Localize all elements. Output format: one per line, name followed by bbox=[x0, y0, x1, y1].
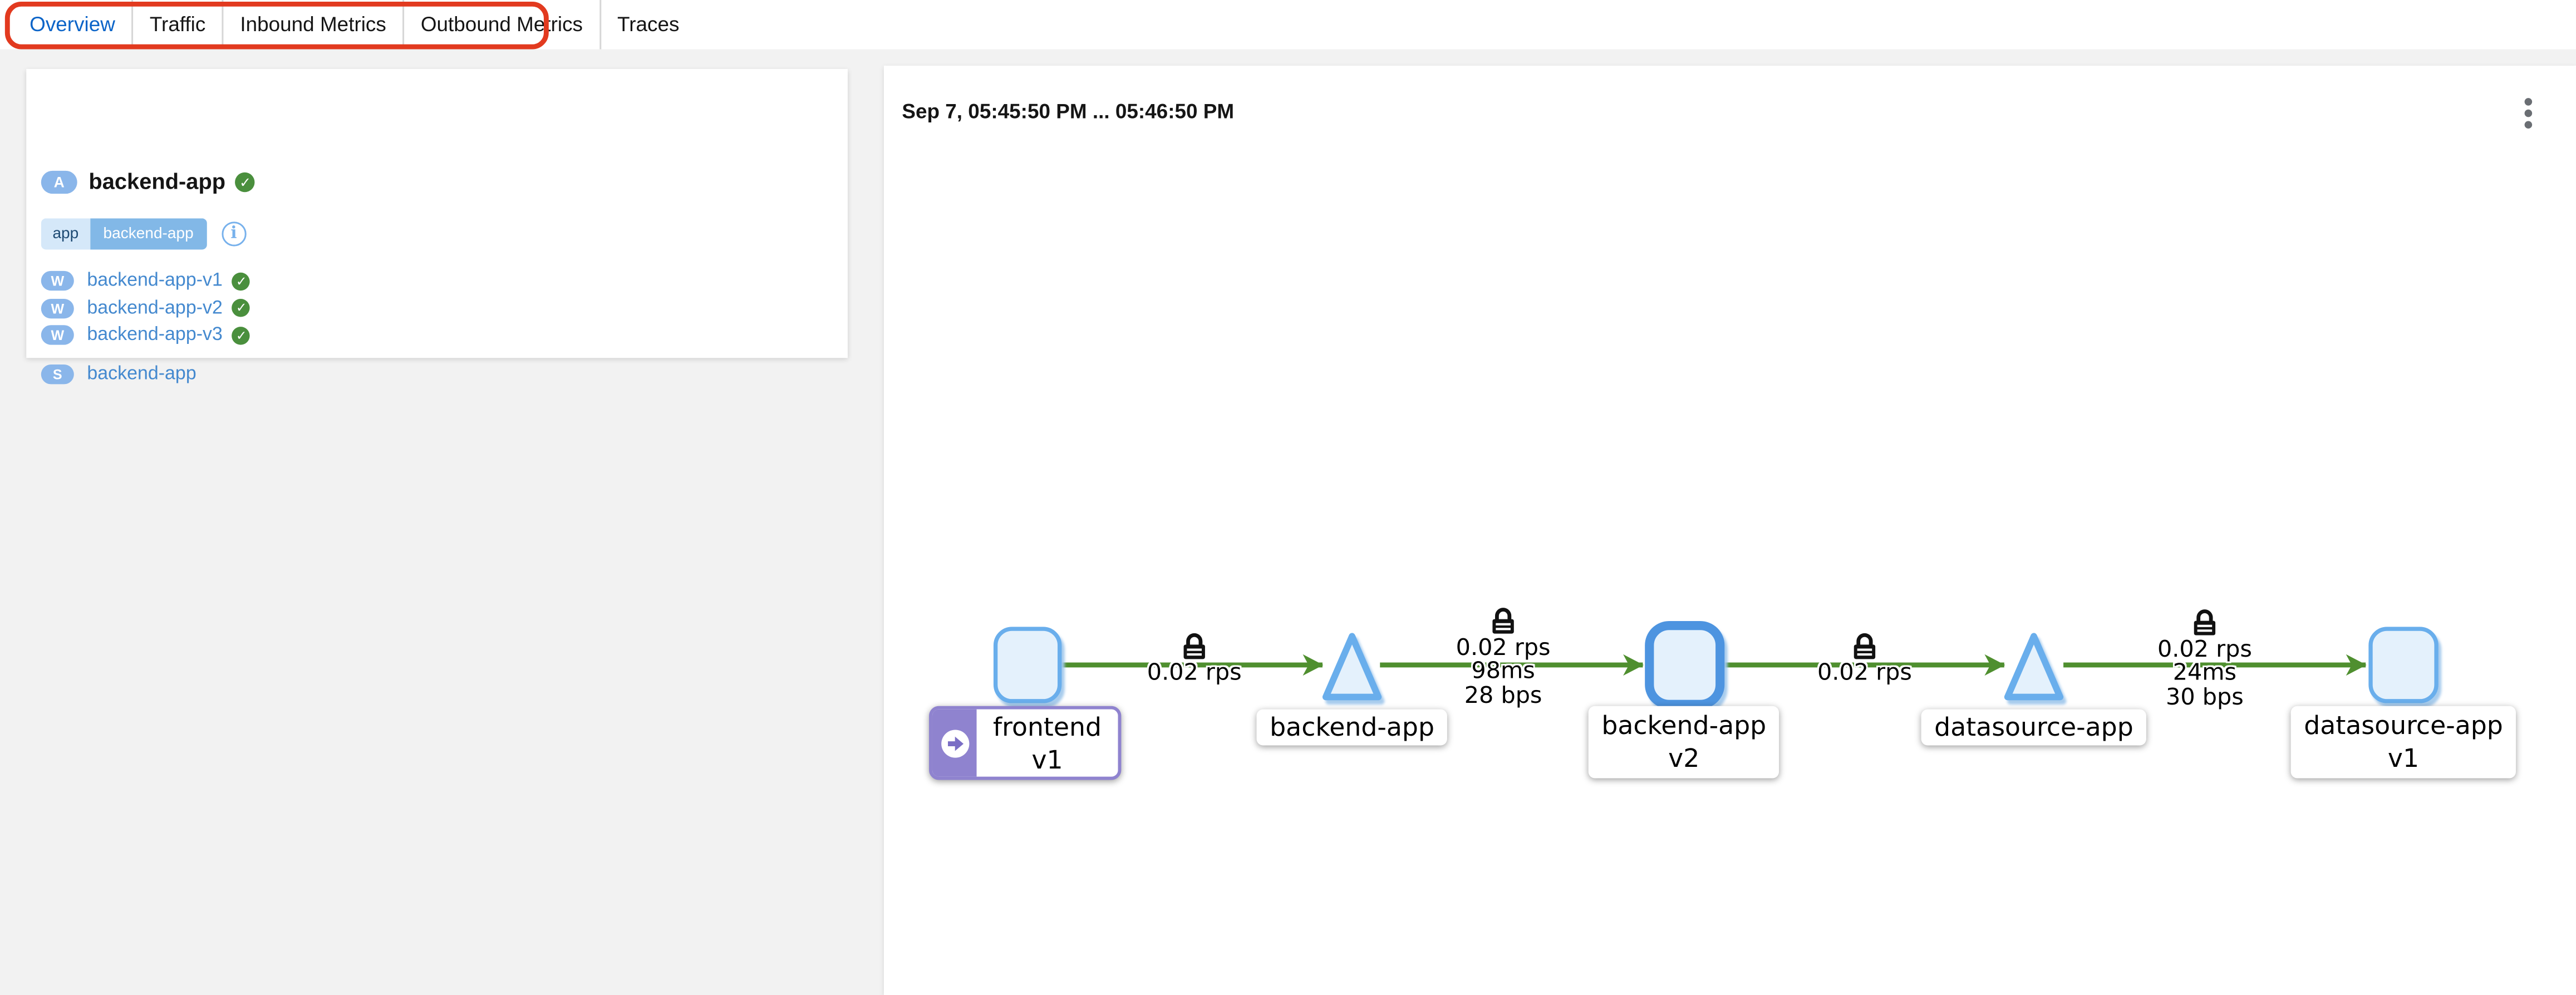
app-badge: A bbox=[41, 170, 77, 193]
node-label-line: backend-app bbox=[1601, 711, 1767, 741]
health-ok-icon: ✓ bbox=[232, 298, 251, 317]
node-frontend-v1[interactable] bbox=[993, 627, 1062, 703]
app-detail-card: A backend-app ✓ app backend-app i W back… bbox=[26, 68, 848, 385]
graph-panel: Sep 7, 05:45:50 PM ... 05:46:50 PM bbox=[883, 66, 2576, 995]
node-label-line: v1 bbox=[1031, 745, 1063, 775]
tab-traffic[interactable]: Traffic bbox=[131, 0, 222, 50]
health-ok-icon: ✓ bbox=[235, 171, 255, 191]
node-label-line: datasource-app bbox=[1934, 712, 2133, 742]
label-chip-value: backend-app bbox=[90, 218, 207, 250]
node-label-line: v2 bbox=[1668, 743, 1700, 774]
node-label-datasource-app-v1[interactable]: datasource-app v1 bbox=[2290, 706, 2516, 779]
service-row: S backend-app bbox=[41, 364, 196, 385]
tab-traces[interactable]: Traces bbox=[599, 0, 696, 50]
health-ok-icon: ✓ bbox=[232, 272, 251, 290]
workload-link-backend-app-v1[interactable]: backend-app-v1 bbox=[87, 270, 223, 291]
tab-outbound-metrics[interactable]: Outbound Metrics bbox=[402, 0, 599, 50]
kebab-menu-button[interactable] bbox=[2514, 95, 2543, 135]
edge-label[interactable]: 0.02 rps 24ms 30 bps bbox=[2157, 636, 2252, 711]
label-chip-key: app bbox=[41, 218, 90, 250]
tab-bar: Overview Traffic Inbound Metrics Outboun… bbox=[0, 0, 2576, 50]
workload-link-backend-app-v2[interactable]: backend-app-v2 bbox=[87, 298, 223, 318]
info-icon[interactable]: i bbox=[221, 221, 247, 247]
workload-row: W backend-app-v3 ✓ bbox=[41, 325, 251, 345]
time-range-label: Sep 7, 05:45:50 PM ... 05:46:50 PM bbox=[902, 100, 1235, 124]
service-link-backend-app[interactable]: backend-app bbox=[87, 364, 196, 385]
traffic-source-arrow-icon bbox=[940, 729, 969, 757]
node-label-line: backend-app bbox=[1270, 712, 1435, 742]
node-label-line: frontend bbox=[993, 712, 1102, 742]
kebab-menu-icon bbox=[2524, 98, 2533, 129]
node-label-datasource-app[interactable]: datasource-app bbox=[1921, 709, 2147, 746]
app-title: backend-app bbox=[89, 169, 226, 194]
label-chip-row: app backend-app i bbox=[41, 218, 247, 250]
label-chip: app backend-app bbox=[41, 218, 207, 250]
traffic-source-badge bbox=[932, 709, 977, 777]
workload-row: W backend-app-v2 ✓ bbox=[41, 298, 251, 318]
edge-label[interactable]: 0.02 rps bbox=[1817, 660, 1912, 687]
node-datasource-app[interactable] bbox=[2004, 633, 2064, 701]
node-label-backend-app-v2[interactable]: backend-app v2 bbox=[1588, 706, 1779, 779]
node-label-frontend-v1[interactable]: frontend v1 bbox=[929, 706, 1122, 780]
node-label-line: datasource-app bbox=[2304, 711, 2503, 741]
edge-label[interactable]: 0.02 rps bbox=[1147, 660, 1242, 687]
node-datasource-app-v1[interactable] bbox=[2368, 627, 2439, 703]
workload-badge: W bbox=[41, 298, 74, 318]
workload-badge: W bbox=[41, 270, 74, 291]
workload-row: W backend-app-v1 ✓ bbox=[41, 270, 251, 291]
workload-link-backend-app-v3[interactable]: backend-app-v3 bbox=[87, 325, 223, 345]
workload-badge: W bbox=[41, 325, 74, 345]
node-label-line: v1 bbox=[2387, 743, 2420, 774]
app-title-row: A backend-app ✓ bbox=[41, 169, 255, 194]
health-ok-icon: ✓ bbox=[232, 326, 251, 344]
node-backend-app-v2[interactable] bbox=[1645, 621, 1725, 709]
node-label-backend-app[interactable]: backend-app bbox=[1256, 709, 1448, 746]
edge-label[interactable]: 0.02 rps 98ms 28 bps bbox=[1456, 634, 1551, 709]
service-badge: S bbox=[41, 364, 74, 385]
tab-overview[interactable]: Overview bbox=[30, 13, 115, 36]
node-backend-app[interactable] bbox=[1322, 633, 1382, 701]
tab-inbound-metrics[interactable]: Inbound Metrics bbox=[222, 0, 402, 50]
